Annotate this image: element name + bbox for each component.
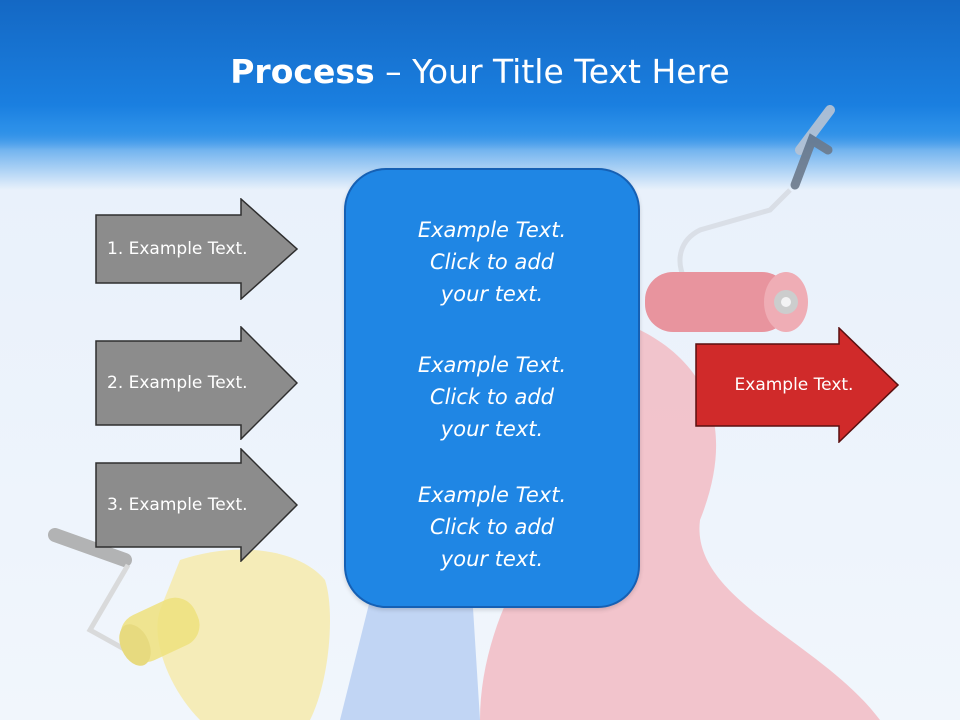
- center-text-block-2: Example Text. Click to add your text.: [346, 349, 638, 445]
- step-arrow-3[interactable]: 3. Example Text.: [95, 448, 298, 562]
- step-label: 1. Example Text.: [107, 239, 248, 259]
- step-arrow-shape: [95, 198, 298, 300]
- red-roller: [645, 105, 835, 332]
- title-separator: –: [374, 52, 413, 91]
- step-arrow-1[interactable]: 1. Example Text.: [95, 198, 298, 300]
- output-arrow-shape: [695, 327, 899, 443]
- yellow-roller: [48, 528, 200, 666]
- red-paint-stroke: [480, 330, 880, 720]
- yellow-paint-stroke: [157, 549, 330, 720]
- title-rest: Your Title Text Here: [412, 52, 730, 91]
- block-line: Click to add: [429, 515, 554, 539]
- block-line: your text.: [440, 282, 544, 306]
- block-line: Click to add: [429, 385, 554, 409]
- title-bar: [0, 0, 960, 150]
- block-line: Click to add: [429, 250, 554, 274]
- block-line: Example Text.: [417, 218, 567, 242]
- block-line: your text.: [440, 417, 544, 441]
- step-label: 2. Example Text.: [107, 373, 248, 393]
- step-label: 3. Example Text.: [107, 495, 248, 515]
- output-arrow[interactable]: Example Text.: [695, 327, 899, 443]
- slide-title[interactable]: Process – Your Title Text Here: [0, 52, 960, 91]
- step-arrow-2[interactable]: 2. Example Text.: [95, 326, 298, 440]
- block-line: Example Text.: [417, 483, 567, 507]
- step-arrow-shape: [95, 326, 298, 440]
- block-line: your text.: [440, 547, 544, 571]
- center-text-box[interactable]: Example Text. Click to add your text. Ex…: [344, 168, 640, 608]
- title-bold-part: Process: [230, 52, 375, 91]
- output-label: Example Text.: [734, 375, 854, 395]
- step-arrow-shape: [95, 448, 298, 562]
- center-text-block-1: Example Text. Click to add your text.: [346, 214, 638, 310]
- center-text-block-3: Example Text. Click to add your text.: [346, 479, 638, 575]
- block-line: Example Text.: [417, 353, 567, 377]
